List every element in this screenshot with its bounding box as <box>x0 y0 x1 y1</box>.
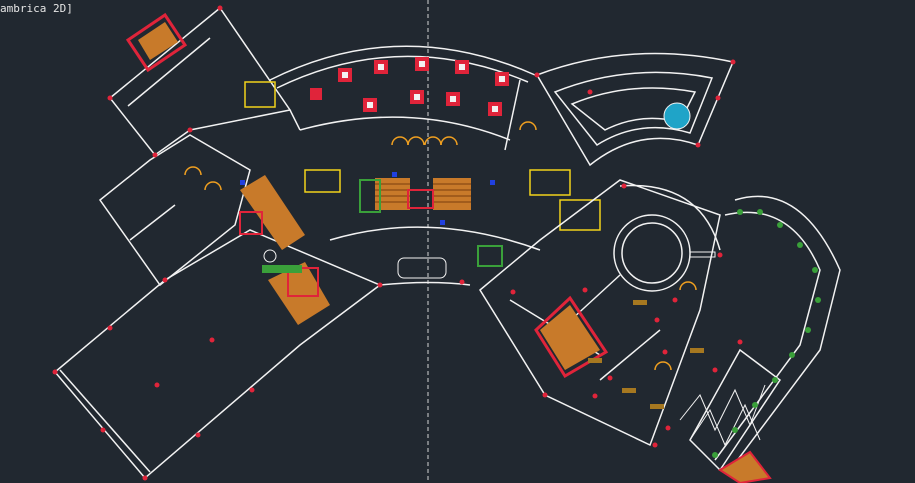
viewport-title-label: ambrica 2D] <box>0 2 73 15</box>
fixtures <box>263 249 716 279</box>
upper-left-stair <box>125 12 188 73</box>
green-planters <box>262 179 503 273</box>
hedge-line <box>712 209 821 458</box>
blue-markers <box>240 172 495 225</box>
column-markers <box>52 5 743 481</box>
bottom-right-stair <box>718 450 772 483</box>
left-stair <box>239 175 330 325</box>
door-swings <box>184 121 697 371</box>
yellow-furniture <box>244 81 601 231</box>
left-wing <box>53 6 382 480</box>
right-ramp <box>679 384 766 447</box>
dining-tables <box>310 57 509 116</box>
central-stairs <box>375 178 471 210</box>
right-stair <box>534 295 609 379</box>
brown-tables <box>588 300 704 409</box>
pool-circle-icon <box>663 102 691 130</box>
dining-hall <box>269 45 541 286</box>
